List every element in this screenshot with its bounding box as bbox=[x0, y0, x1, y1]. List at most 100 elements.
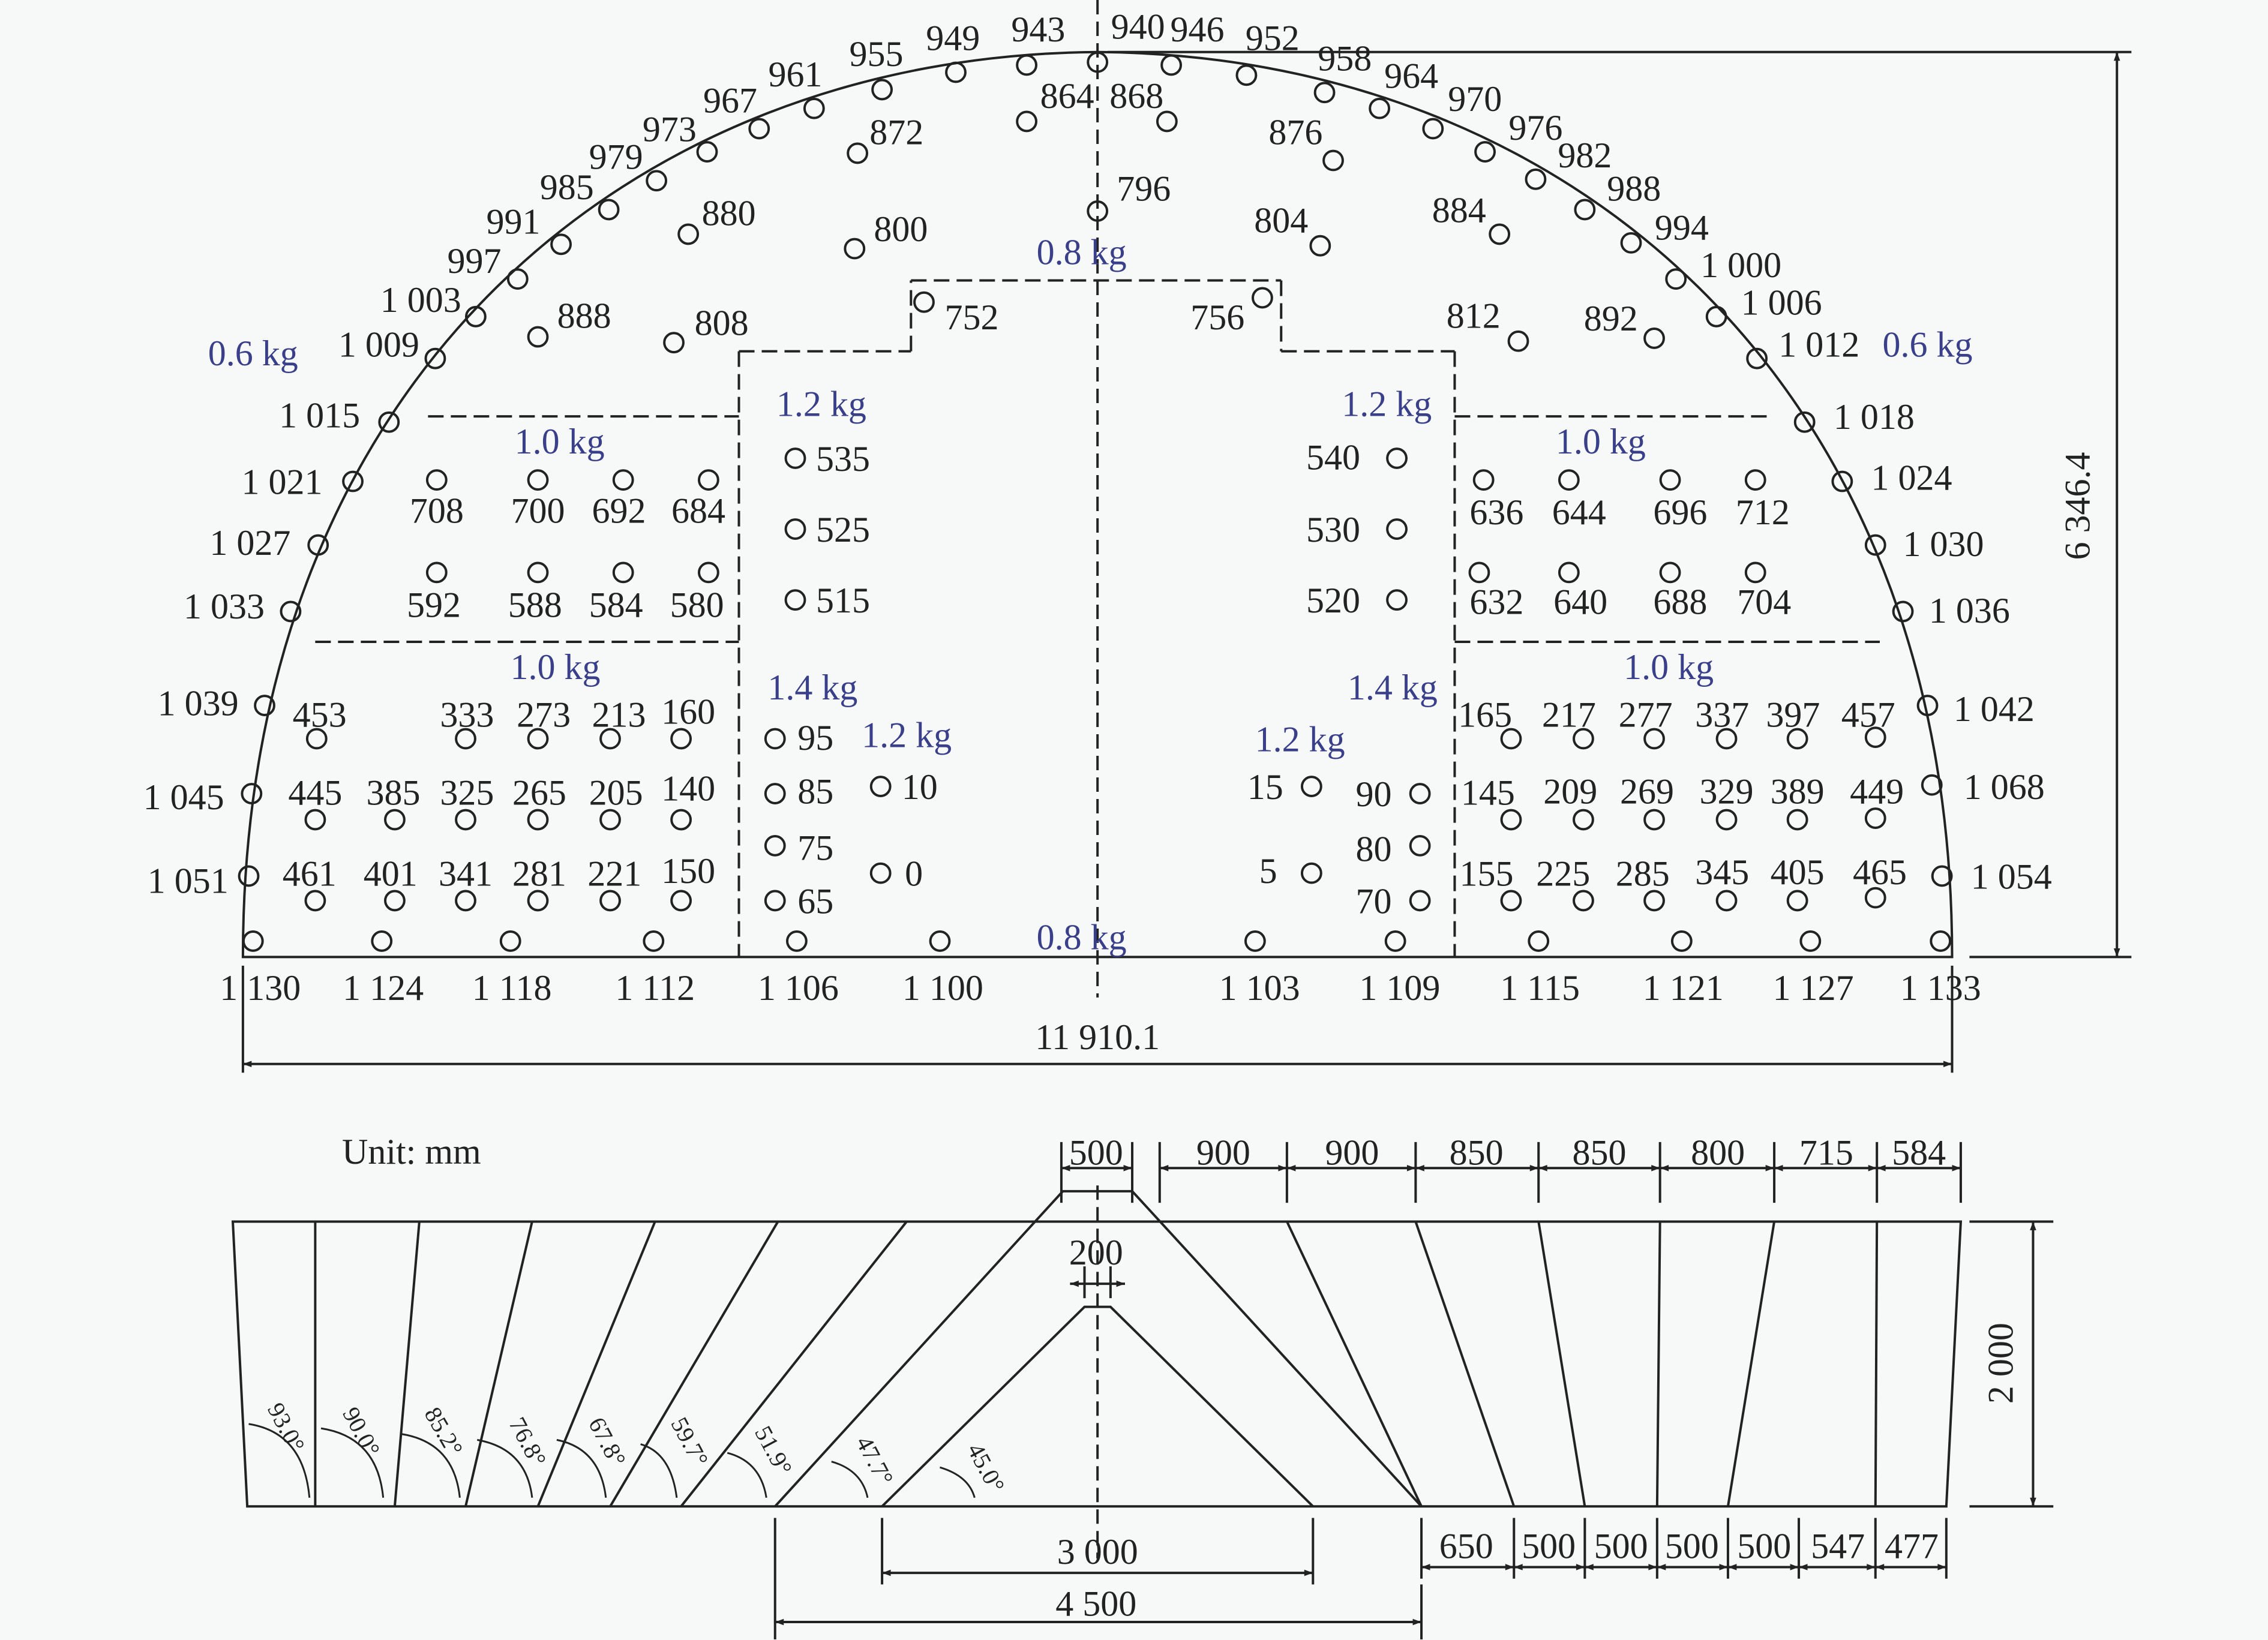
blast-hole: 684 bbox=[671, 469, 725, 531]
hole-number: 90 bbox=[1356, 774, 1392, 814]
hole-number: 397 bbox=[1766, 695, 1820, 735]
hole-marker bbox=[1643, 809, 1665, 831]
hole-marker bbox=[242, 930, 264, 952]
hole-number: 1 054 bbox=[1971, 857, 2052, 896]
hole-marker bbox=[1659, 469, 1681, 491]
blast-hole: 946 bbox=[1160, 10, 1224, 76]
charge-label: 1.2 kg bbox=[1342, 384, 1432, 423]
hole-number: 465 bbox=[1853, 852, 1907, 892]
charge-label: 1.0 kg bbox=[515, 422, 605, 461]
hole-number: 75 bbox=[797, 828, 833, 867]
bottom-dim-line-3-arrow-right bbox=[1719, 1564, 1728, 1570]
blast-hole: 1 042 bbox=[1916, 689, 2035, 729]
hole-marker bbox=[1386, 589, 1408, 611]
hole-marker bbox=[1160, 54, 1183, 76]
hole-marker bbox=[384, 809, 406, 831]
hole-number: 269 bbox=[1620, 771, 1674, 811]
hole-marker bbox=[241, 783, 263, 804]
hole-marker bbox=[527, 561, 549, 584]
blast-hole: 636 bbox=[1469, 469, 1523, 532]
blast-hole: 964 bbox=[1369, 56, 1438, 119]
hole-marker bbox=[342, 470, 364, 492]
hole-number: 265 bbox=[512, 773, 566, 813]
hole-number: 1 112 bbox=[615, 968, 695, 1008]
hole-number: 221 bbox=[587, 854, 641, 894]
hole-marker bbox=[1799, 930, 1822, 952]
hole-marker bbox=[929, 930, 951, 952]
hole-number: 946 bbox=[1170, 10, 1224, 49]
blast-hole: 880 bbox=[677, 193, 756, 245]
charge-label: 1.2 kg bbox=[776, 384, 866, 423]
top-dim-line-6-arrow-left bbox=[1774, 1164, 1783, 1172]
hole-marker bbox=[1786, 809, 1808, 831]
blast-hole: 281 bbox=[512, 854, 566, 912]
blast-hole: 10 bbox=[869, 767, 938, 807]
blast-hole: 453 bbox=[293, 695, 347, 750]
hole-marker bbox=[1244, 930, 1266, 952]
bottom-4500-line-arrow-right bbox=[1412, 1618, 1422, 1626]
inner-dim-value: 200 bbox=[1069, 1233, 1123, 1272]
hole-number: 1 015 bbox=[279, 396, 360, 435]
blast-hole: 979 bbox=[589, 137, 668, 192]
hole-marker bbox=[844, 238, 866, 260]
hole-marker bbox=[280, 600, 302, 623]
hole-number: 1 100 bbox=[902, 968, 983, 1008]
hole-marker bbox=[527, 469, 549, 491]
blast-hole: 988 bbox=[1574, 169, 1661, 221]
hole-number: 973 bbox=[643, 109, 697, 149]
hole-marker bbox=[527, 890, 549, 912]
blast-hole: 800 bbox=[844, 209, 928, 260]
blast-hole: 165 bbox=[1458, 695, 1522, 750]
hole-marker bbox=[1573, 809, 1594, 831]
hole-number: 1 003 bbox=[380, 280, 461, 320]
hole-number: 160 bbox=[661, 692, 715, 732]
hole-marker bbox=[1892, 600, 1914, 623]
bottom-dim-line-2-arrow-left bbox=[1585, 1564, 1594, 1570]
blast-hole: 1 127 bbox=[1773, 930, 1854, 1008]
hole-number: 812 bbox=[1447, 296, 1501, 335]
bottom-dim-line-1-arrow-left bbox=[1514, 1564, 1523, 1570]
hole-marker bbox=[1235, 64, 1258, 86]
blast-hole: 1 009 bbox=[338, 325, 446, 370]
hole-number: 756 bbox=[1190, 298, 1244, 337]
hole-number: 644 bbox=[1552, 492, 1606, 532]
bottom-dim-line-6-arrow-left bbox=[1875, 1564, 1885, 1570]
hole-marker bbox=[1489, 223, 1511, 245]
hole-marker bbox=[304, 809, 326, 831]
blast-hole: 80 bbox=[1356, 830, 1431, 869]
hole-number: 281 bbox=[512, 854, 566, 894]
blast-hole: 337 bbox=[1695, 695, 1749, 750]
hole-number: 880 bbox=[702, 193, 756, 233]
left-inclined-hole bbox=[680, 1221, 908, 1507]
hole-marker bbox=[1500, 728, 1522, 750]
blast-hole: 884 bbox=[1432, 190, 1511, 245]
hole-marker bbox=[550, 233, 572, 256]
hole-marker bbox=[1386, 447, 1408, 469]
blast-hole: 1 018 bbox=[1793, 397, 1915, 437]
blast-hole: 465 bbox=[1853, 852, 1907, 909]
blast-hole: 385 bbox=[367, 773, 421, 831]
blast-hole: 985 bbox=[540, 167, 620, 221]
hole-marker bbox=[1525, 168, 1547, 190]
blast-hole: 970 bbox=[1422, 79, 1502, 140]
blast-hole: 461 bbox=[283, 854, 337, 912]
angle-label: 59.7° bbox=[665, 1413, 713, 1471]
hole-number: 876 bbox=[1268, 112, 1322, 152]
hole-marker bbox=[1016, 54, 1038, 76]
hole-number: 15 bbox=[1247, 767, 1283, 807]
charge-label: 1.0 kg bbox=[1624, 647, 1714, 687]
bottom-3000-line-arrow-left bbox=[882, 1569, 891, 1576]
hole-number: 592 bbox=[407, 585, 461, 624]
hole-number: 808 bbox=[695, 303, 749, 343]
right-inclined-hole bbox=[1414, 1221, 1516, 1507]
top-dim-value: 800 bbox=[1691, 1133, 1745, 1173]
blast-hole: 1 133 bbox=[1900, 930, 1981, 1008]
blast-hole: 1 109 bbox=[1359, 930, 1440, 1008]
blast-hole: 1 027 bbox=[209, 523, 329, 563]
hole-marker bbox=[646, 170, 668, 192]
hole-number: 979 bbox=[589, 137, 643, 176]
hole-marker bbox=[1620, 232, 1642, 254]
left-inclined-hole bbox=[464, 1221, 533, 1507]
hole-marker bbox=[670, 890, 692, 912]
